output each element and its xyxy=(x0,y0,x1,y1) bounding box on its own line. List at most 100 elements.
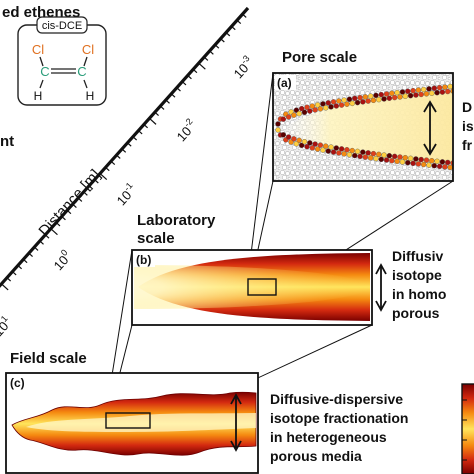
pore-rim-grain xyxy=(423,157,430,163)
axis-minor-tick xyxy=(39,240,44,245)
lab-zoom-box xyxy=(247,278,277,296)
pore-rim-grain xyxy=(399,159,406,165)
pore-rim-grain xyxy=(423,91,430,97)
pore-rim-grain xyxy=(285,114,292,120)
lab-side-line-3: in homo xyxy=(392,286,446,302)
pore-rim-grain xyxy=(367,93,374,99)
pore-rim-grain xyxy=(444,159,451,166)
axis-minor-tick xyxy=(231,25,236,31)
pore-rim-grain xyxy=(381,152,387,158)
axis-minor-tick xyxy=(159,105,165,110)
field-arrow-down xyxy=(230,440,242,452)
pore-rim-grain xyxy=(336,150,342,156)
pore-side-line-2: is xyxy=(462,118,474,134)
axis-label: Distance [m] xyxy=(35,166,103,239)
field-scale-title: Field scale xyxy=(10,350,87,367)
pore-rim-grain xyxy=(376,151,382,158)
field-plume-core xyxy=(26,413,256,432)
pore-rim-grain xyxy=(330,99,337,105)
pore-rim-grain xyxy=(320,147,326,153)
axis-minor-tick xyxy=(236,19,242,25)
pore-rim-grain xyxy=(413,92,419,98)
pore-rim-grain xyxy=(362,154,369,160)
axis-minor-tick xyxy=(242,13,247,18)
pore-rim-grain xyxy=(325,100,331,106)
axis-minor-tick xyxy=(50,228,58,236)
pore-rim-grain xyxy=(444,88,451,95)
pore-rim-grain xyxy=(275,127,281,133)
bond-c-h-right xyxy=(83,79,88,89)
colorbar xyxy=(461,383,474,474)
pore-rim-grain xyxy=(304,143,310,150)
field-arrow-up xyxy=(230,393,242,405)
pore-rim-grain xyxy=(341,151,347,157)
pore-rim-grain xyxy=(346,96,353,102)
pore-rim-grain xyxy=(402,154,408,161)
axis-minor-tick xyxy=(176,87,181,92)
axis-minor-tick xyxy=(55,222,61,227)
pore-rim-grain xyxy=(365,98,371,104)
pore-rim-grain xyxy=(418,156,424,163)
pore-rim-grain xyxy=(320,101,326,107)
pore-rim-grain xyxy=(275,121,281,127)
pore-rim-grain xyxy=(391,94,398,101)
pore-panel-tag: (a) xyxy=(277,76,292,90)
axis-minor-tick xyxy=(105,166,110,172)
pore-rim-grain xyxy=(357,94,363,101)
molecule-name-tab xyxy=(36,16,88,34)
pore-rim-grain xyxy=(415,87,422,93)
pore-rim-grain xyxy=(280,116,287,122)
pore-rim-grain xyxy=(291,136,297,142)
field-side-line-3: in heterogeneous xyxy=(270,429,387,445)
axis-minor-tick xyxy=(214,44,220,49)
pore-rim-grain xyxy=(280,132,287,138)
axis-minor-tick xyxy=(121,148,127,153)
axis-minor-tick xyxy=(72,203,77,208)
left-fragment-label: nt xyxy=(0,133,14,150)
pore-rim-grain xyxy=(391,153,398,160)
pore-rim-grain xyxy=(413,156,419,162)
axis-minor-tick xyxy=(44,234,50,239)
axis-minor-tick xyxy=(28,252,33,258)
pore-rim-grain xyxy=(383,91,390,97)
pore-rim-grain xyxy=(299,105,305,112)
pore-rim-grain xyxy=(307,108,313,114)
pore-rim-grain xyxy=(301,138,308,145)
axis-minor-tick xyxy=(83,191,88,196)
axis-minor-tick xyxy=(198,62,206,70)
pore-rim-grain xyxy=(410,87,416,94)
pore-rim-grain xyxy=(293,107,300,113)
pore-rim-grain xyxy=(434,89,440,96)
svg-text:10-1: 10-1 xyxy=(112,180,140,208)
pore-rim-grain xyxy=(330,149,337,155)
bond-c-cl-right xyxy=(83,56,88,67)
pore-rim-grain xyxy=(309,145,316,151)
pore-rim-grain xyxy=(362,94,369,100)
lab-panel-tag: (b) xyxy=(136,253,151,267)
pore-rim-grain xyxy=(317,106,324,112)
pore-rim-grain xyxy=(312,141,318,147)
pore-rim-grain xyxy=(293,141,300,147)
axis-minor-tick xyxy=(209,50,214,55)
chlorine-right-label: Cl xyxy=(82,42,94,57)
lab-arrow-down xyxy=(375,300,387,312)
pore-rim-grain xyxy=(296,110,302,117)
pore-side-line-1: D xyxy=(462,99,472,115)
pore-rim-grain xyxy=(442,164,448,170)
pore-plume-rim xyxy=(275,83,453,171)
axis-minor-tick xyxy=(138,130,143,135)
pore-rim-grain xyxy=(378,91,384,98)
pore-rim-grain xyxy=(434,158,440,165)
pore-rim-grain xyxy=(328,104,334,110)
lab-scale-panel: (b) xyxy=(131,249,387,326)
pore-rim-grain xyxy=(365,150,371,156)
pore-rim-grain xyxy=(333,103,340,109)
pore-panel-frame xyxy=(272,72,454,182)
pore-rim-grain xyxy=(333,145,340,151)
axis-minor-tick xyxy=(148,117,157,125)
field-zoom-box xyxy=(105,412,151,429)
pore-rim-grain xyxy=(420,161,427,168)
pore-rim-grain xyxy=(344,101,350,107)
pore-rim-grain xyxy=(314,102,321,108)
pore-rim-grain xyxy=(299,142,305,149)
